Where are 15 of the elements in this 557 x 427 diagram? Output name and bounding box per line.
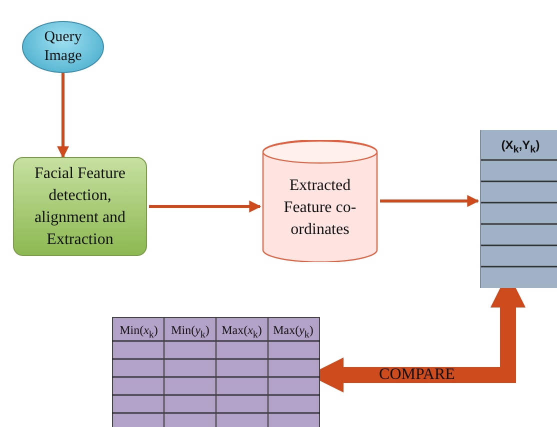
table (112, 317, 320, 427)
column-header: Min(x$_{k}$) (118, 322, 159, 342)
node-label: Facial Feature detection, alignment and Extraction (33, 164, 127, 250)
node-label: Query Image (43, 28, 83, 66)
node-label: Extracted Feature co-ordinates (282, 176, 358, 240)
edge-label: COMPARE (378, 365, 456, 385)
column-header: Max(y$_{k}$) (272, 322, 314, 342)
arrow (380, 195, 480, 207)
column-header: (X$_{k}$,Y$_{k}$) (500, 137, 541, 158)
arrow (149, 200, 262, 212)
arrow (57, 73, 69, 158)
process-box (13, 157, 147, 256)
column-header: Max(x$_{k}$) (220, 322, 263, 342)
table (480, 130, 557, 288)
column-header: Min(y$_{k}$) (170, 322, 210, 342)
